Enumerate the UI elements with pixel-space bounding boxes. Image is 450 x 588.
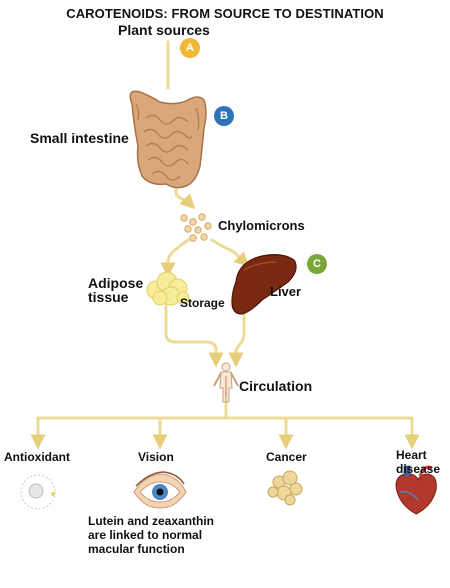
liver-illustration — [231, 254, 297, 315]
small-intestine-illustration — [129, 90, 207, 189]
vision-note: Lutein and zeaxanthin are linked to norm… — [88, 514, 214, 556]
badge-a: A — [180, 38, 200, 58]
label-antioxidant: Antioxidant — [4, 450, 70, 464]
vision-note-line2: are linked to normal — [88, 528, 203, 542]
label-vision: Vision — [138, 450, 174, 464]
label-adipose-line1: Adipose — [88, 275, 144, 291]
flow-liver-to-circulation — [228, 310, 246, 368]
eye-illustration — [133, 471, 187, 509]
adipose-tissue-illustration — [146, 271, 190, 306]
flow-chylomicrons-to-liver — [210, 238, 250, 268]
label-chylomicrons: Chylomicrons — [218, 218, 305, 233]
circulation-body-illustration — [213, 362, 239, 403]
vision-note-line3: macular function — [88, 542, 185, 556]
flow-adipose-to-circulation — [164, 303, 224, 368]
badge-c: C — [307, 254, 327, 274]
label-heart-disease: Heart disease — [396, 448, 440, 476]
label-cancer: Cancer — [266, 450, 307, 464]
vision-note-line1: Lutein and zeaxanthin — [88, 514, 215, 528]
flow-chylomicrons-to-adipose — [160, 238, 190, 278]
antioxidant-illustration — [20, 474, 56, 510]
label-adipose-line2: tissue — [88, 289, 129, 305]
label-plant-sources: Plant sources — [118, 22, 210, 38]
label-storage: Storage — [180, 296, 225, 310]
chylomicron-particles — [180, 213, 212, 242]
label-adipose-tissue: Adipose tissue — [88, 276, 143, 304]
label-heart-line1: Heart — [396, 448, 427, 462]
label-circulation: Circulation — [239, 378, 313, 394]
badge-b: B — [214, 106, 234, 126]
flow-intestine-to-chylomicrons — [174, 180, 196, 210]
label-heart-line2: disease — [396, 462, 441, 476]
label-small-intestine: Small intestine — [30, 130, 129, 146]
diagram-title: CAROTENOIDS: FROM SOURCE TO DESTINATION — [66, 6, 384, 21]
cancer-cells-illustration — [267, 470, 303, 506]
heart-illustration — [395, 465, 437, 515]
label-liver: Liver — [270, 284, 302, 299]
